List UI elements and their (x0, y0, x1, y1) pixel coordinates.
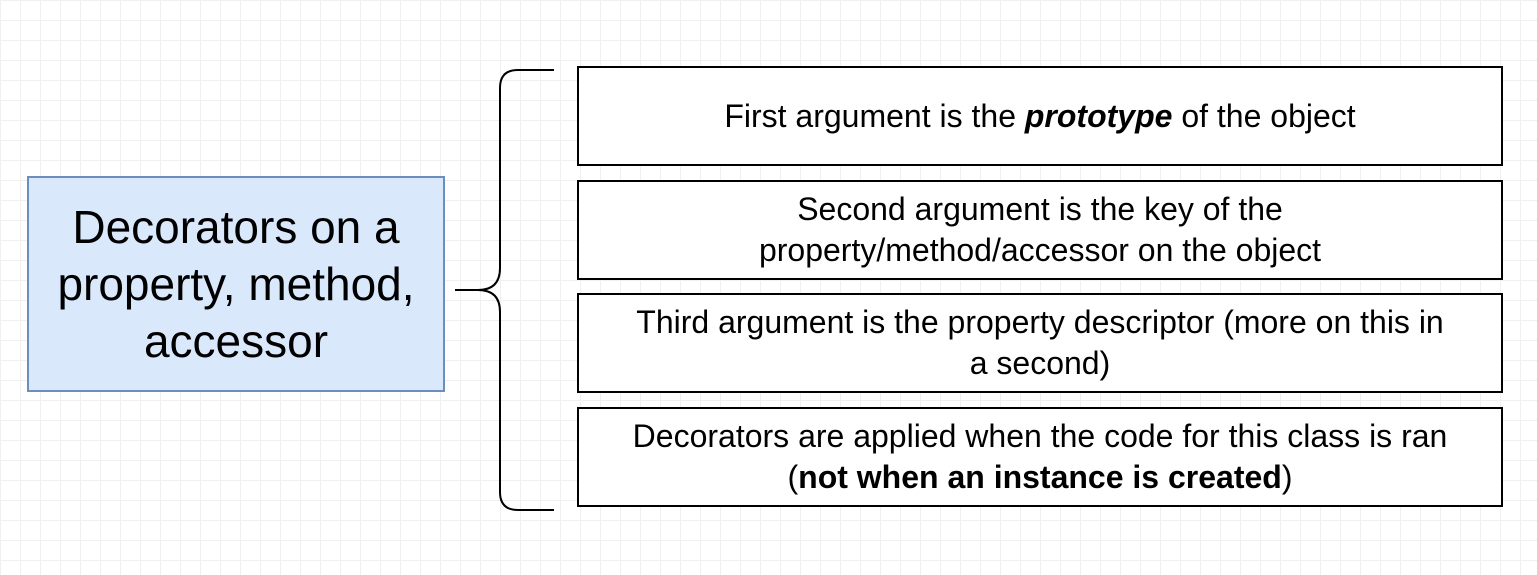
note-close-paren: ) (1281, 459, 1293, 495)
argument-2-line-1: Second argument is the key of the (797, 191, 1283, 227)
argument-box-key: Second argument is the key of the proper… (577, 180, 1503, 280)
argument-1-text-before: First argument is the (724, 97, 1025, 134)
argument-text-key: Second argument is the key of the proper… (759, 189, 1321, 271)
note-bold-text: not when an instance is created (798, 459, 1282, 495)
argument-2-line-2: property/method/accessor on the object (758, 232, 1322, 268)
argument-text-descriptor: Third argument is the property descripto… (636, 302, 1443, 384)
main-topic-line-2: property, method, (57, 257, 415, 310)
main-topic-line-3: accessor (143, 314, 329, 367)
note-text-applied-when: Decorators are applied when the code for… (633, 416, 1448, 498)
argument-3-line-1: Third argument is the property descripto… (636, 304, 1444, 340)
argument-text-prototype: First argument is the prototype of the o… (724, 96, 1355, 137)
main-topic-box: Decorators on a property, method, access… (27, 176, 445, 392)
note-box-applied-when: Decorators are applied when the code for… (577, 407, 1503, 507)
note-open-paren: ( (787, 459, 799, 495)
curly-brace-connector (455, 69, 554, 511)
brace-path (455, 69, 554, 511)
argument-box-descriptor: Third argument is the property descripto… (577, 293, 1503, 393)
argument-3-line-2: a second) (969, 345, 1111, 381)
argument-1-text-after: of the object (1172, 97, 1356, 134)
note-line-1: Decorators are applied when the code for… (632, 418, 1448, 454)
note-line-2: (not when an instance is created) (633, 457, 1448, 498)
argument-box-prototype: First argument is the prototype of the o… (577, 66, 1503, 166)
main-topic-line-1: Decorators on a (72, 200, 400, 253)
argument-1-emphasis: prototype (1024, 97, 1173, 134)
